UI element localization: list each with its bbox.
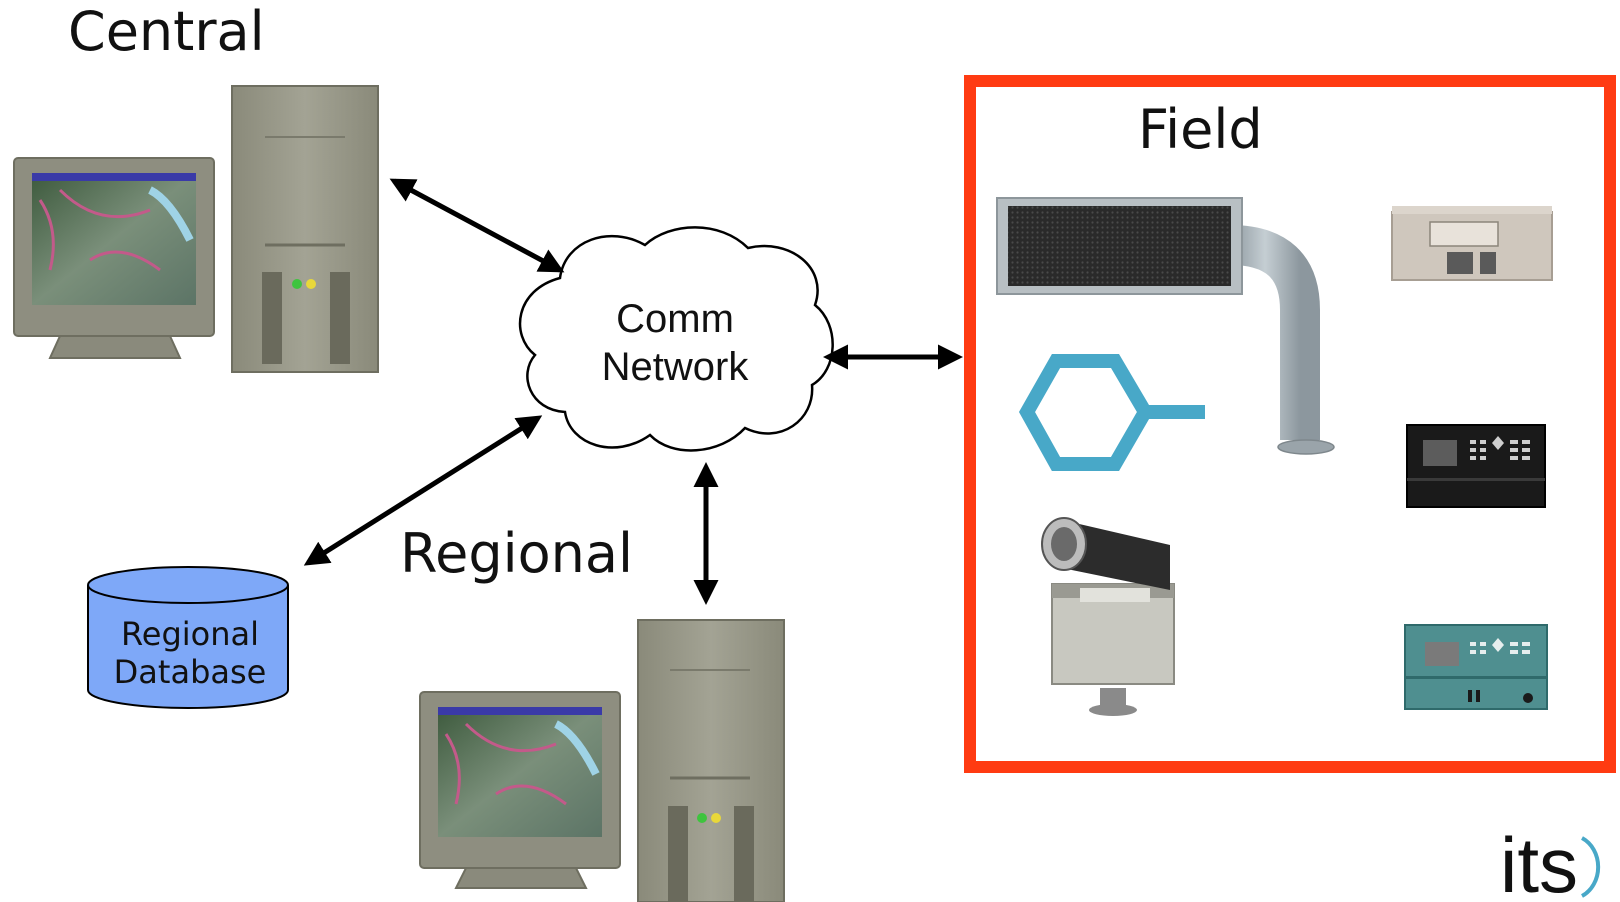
database-label-line1: Regional (121, 615, 259, 653)
comm-network-cloud: Comm Network (518, 226, 834, 452)
field-border (964, 75, 1616, 773)
field-label: Field (1138, 98, 1263, 161)
its-logo: its (1500, 821, 1601, 902)
cctv-camera-icon (1041, 517, 1175, 716)
regional-label: Regional (400, 522, 633, 585)
ramp-meter-controller-icon (1404, 624, 1548, 710)
regional-tower-icon (637, 619, 785, 902)
central-monitor-icon (13, 157, 215, 359)
signal-controller-icon (1406, 424, 1546, 508)
network-label-line2: Network (602, 345, 750, 389)
central-workstation (13, 85, 379, 373)
regional-monitor-icon (419, 691, 621, 889)
central-tower-icon (231, 85, 379, 373)
network-label-line1: Comm (616, 297, 734, 341)
arrow-central-network (389, 178, 565, 273)
arrow-network-database (303, 415, 543, 566)
database-label-line2: Database (114, 653, 267, 691)
message-sign-icon (996, 197, 1335, 455)
loop-detector-icon (1018, 354, 1205, 471)
field-box: Field (964, 75, 1616, 773)
central-label: Central (68, 0, 265, 63)
controller-cabinet-icon (1391, 206, 1553, 281)
regional-workstation (419, 619, 785, 902)
regional-database-cylinder: Regional Database (87, 566, 289, 709)
its-logo-text: its (1500, 821, 1578, 902)
